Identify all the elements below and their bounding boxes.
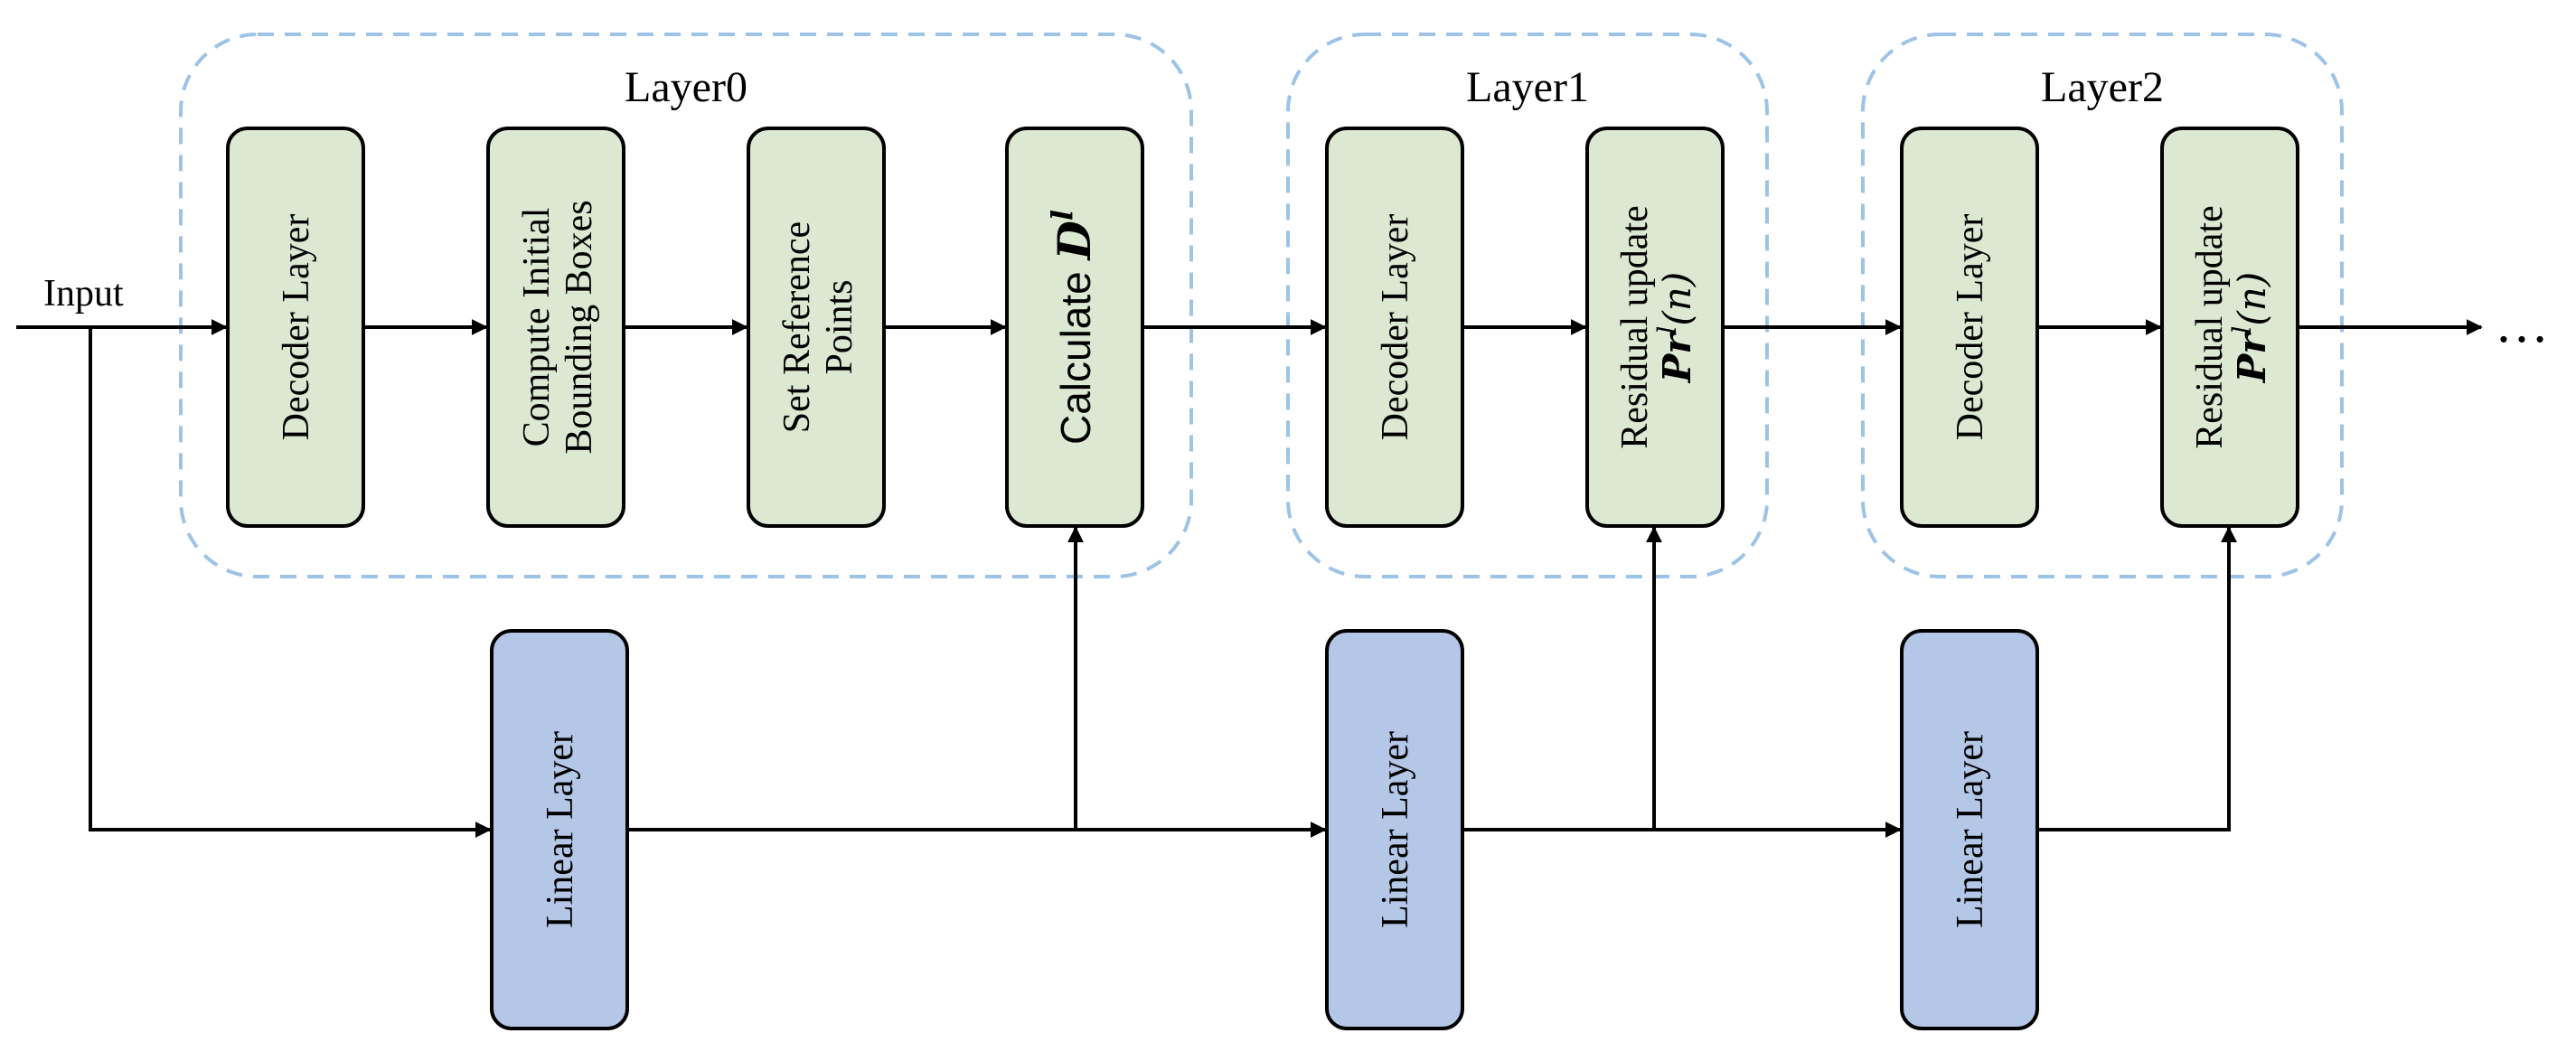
linear-layer-2-label: Linear Layer bbox=[1950, 731, 1991, 928]
linear2-to-residual2-wire bbox=[2037, 526, 2237, 831]
layer1-residual-label: Residual update bbox=[1614, 205, 1656, 448]
input-label: Input bbox=[43, 273, 124, 315]
setref-label-line2: Points bbox=[819, 279, 860, 374]
layer2-residual-update-box: Residual update Prl(n) bbox=[2160, 127, 2299, 528]
compute-label-line1: Compute Initial bbox=[516, 208, 558, 447]
layer2-decoder-label: Decoder Layer bbox=[1950, 214, 1991, 441]
linear-layer-2-box: Linear Layer bbox=[1900, 629, 2039, 1030]
compute-label-line2: Bounding Boxes bbox=[559, 200, 600, 454]
layer2-group bbox=[1861, 33, 2344, 578]
linear-layer-0-box: Linear Layer bbox=[490, 629, 629, 1030]
linear-layer-1-label: Linear Layer bbox=[1375, 731, 1416, 928]
linear-layer-1-box: Linear Layer bbox=[1325, 629, 1464, 1030]
layer2-title: Layer2 bbox=[2041, 63, 2164, 111]
calculate-d-box: Calculate Dl bbox=[1005, 127, 1144, 528]
set-reference-points-box: Set Reference Points bbox=[747, 127, 886, 528]
input-to-linear0-wire bbox=[89, 327, 492, 838]
layer0-title: Layer0 bbox=[625, 63, 747, 111]
compute-bounding-boxes-box: Compute Initial Bounding Boxes bbox=[486, 127, 625, 528]
layer2-residual-label: Residual update bbox=[2189, 205, 2231, 448]
layer1-residual-update-box: Residual update Prl(n) bbox=[1585, 127, 1725, 528]
layer2-pr-formula: Prl(n) bbox=[2227, 272, 2274, 384]
continuation-ellipsis: … bbox=[2495, 294, 2549, 353]
layer1-decoder-label: Decoder Layer bbox=[1375, 214, 1416, 441]
calculate-d-label: Calculate Dl bbox=[1045, 210, 1101, 445]
layer0-group bbox=[179, 33, 1193, 578]
layer1-decoder-box: Decoder Layer bbox=[1325, 127, 1464, 528]
layer1-group bbox=[1286, 33, 1769, 578]
setref-label-line1: Set Reference bbox=[776, 221, 818, 433]
layer0-decoder-box: Decoder Layer bbox=[226, 127, 365, 528]
layer2-decoder-box: Decoder Layer bbox=[1900, 127, 2039, 528]
linear-layer-0-label: Linear Layer bbox=[540, 731, 581, 928]
layer1-pr-formula: Prl(n) bbox=[1652, 272, 1699, 384]
layer1-title: Layer1 bbox=[1466, 63, 1589, 111]
layer0-decoder-label: Decoder Layer bbox=[276, 214, 317, 441]
